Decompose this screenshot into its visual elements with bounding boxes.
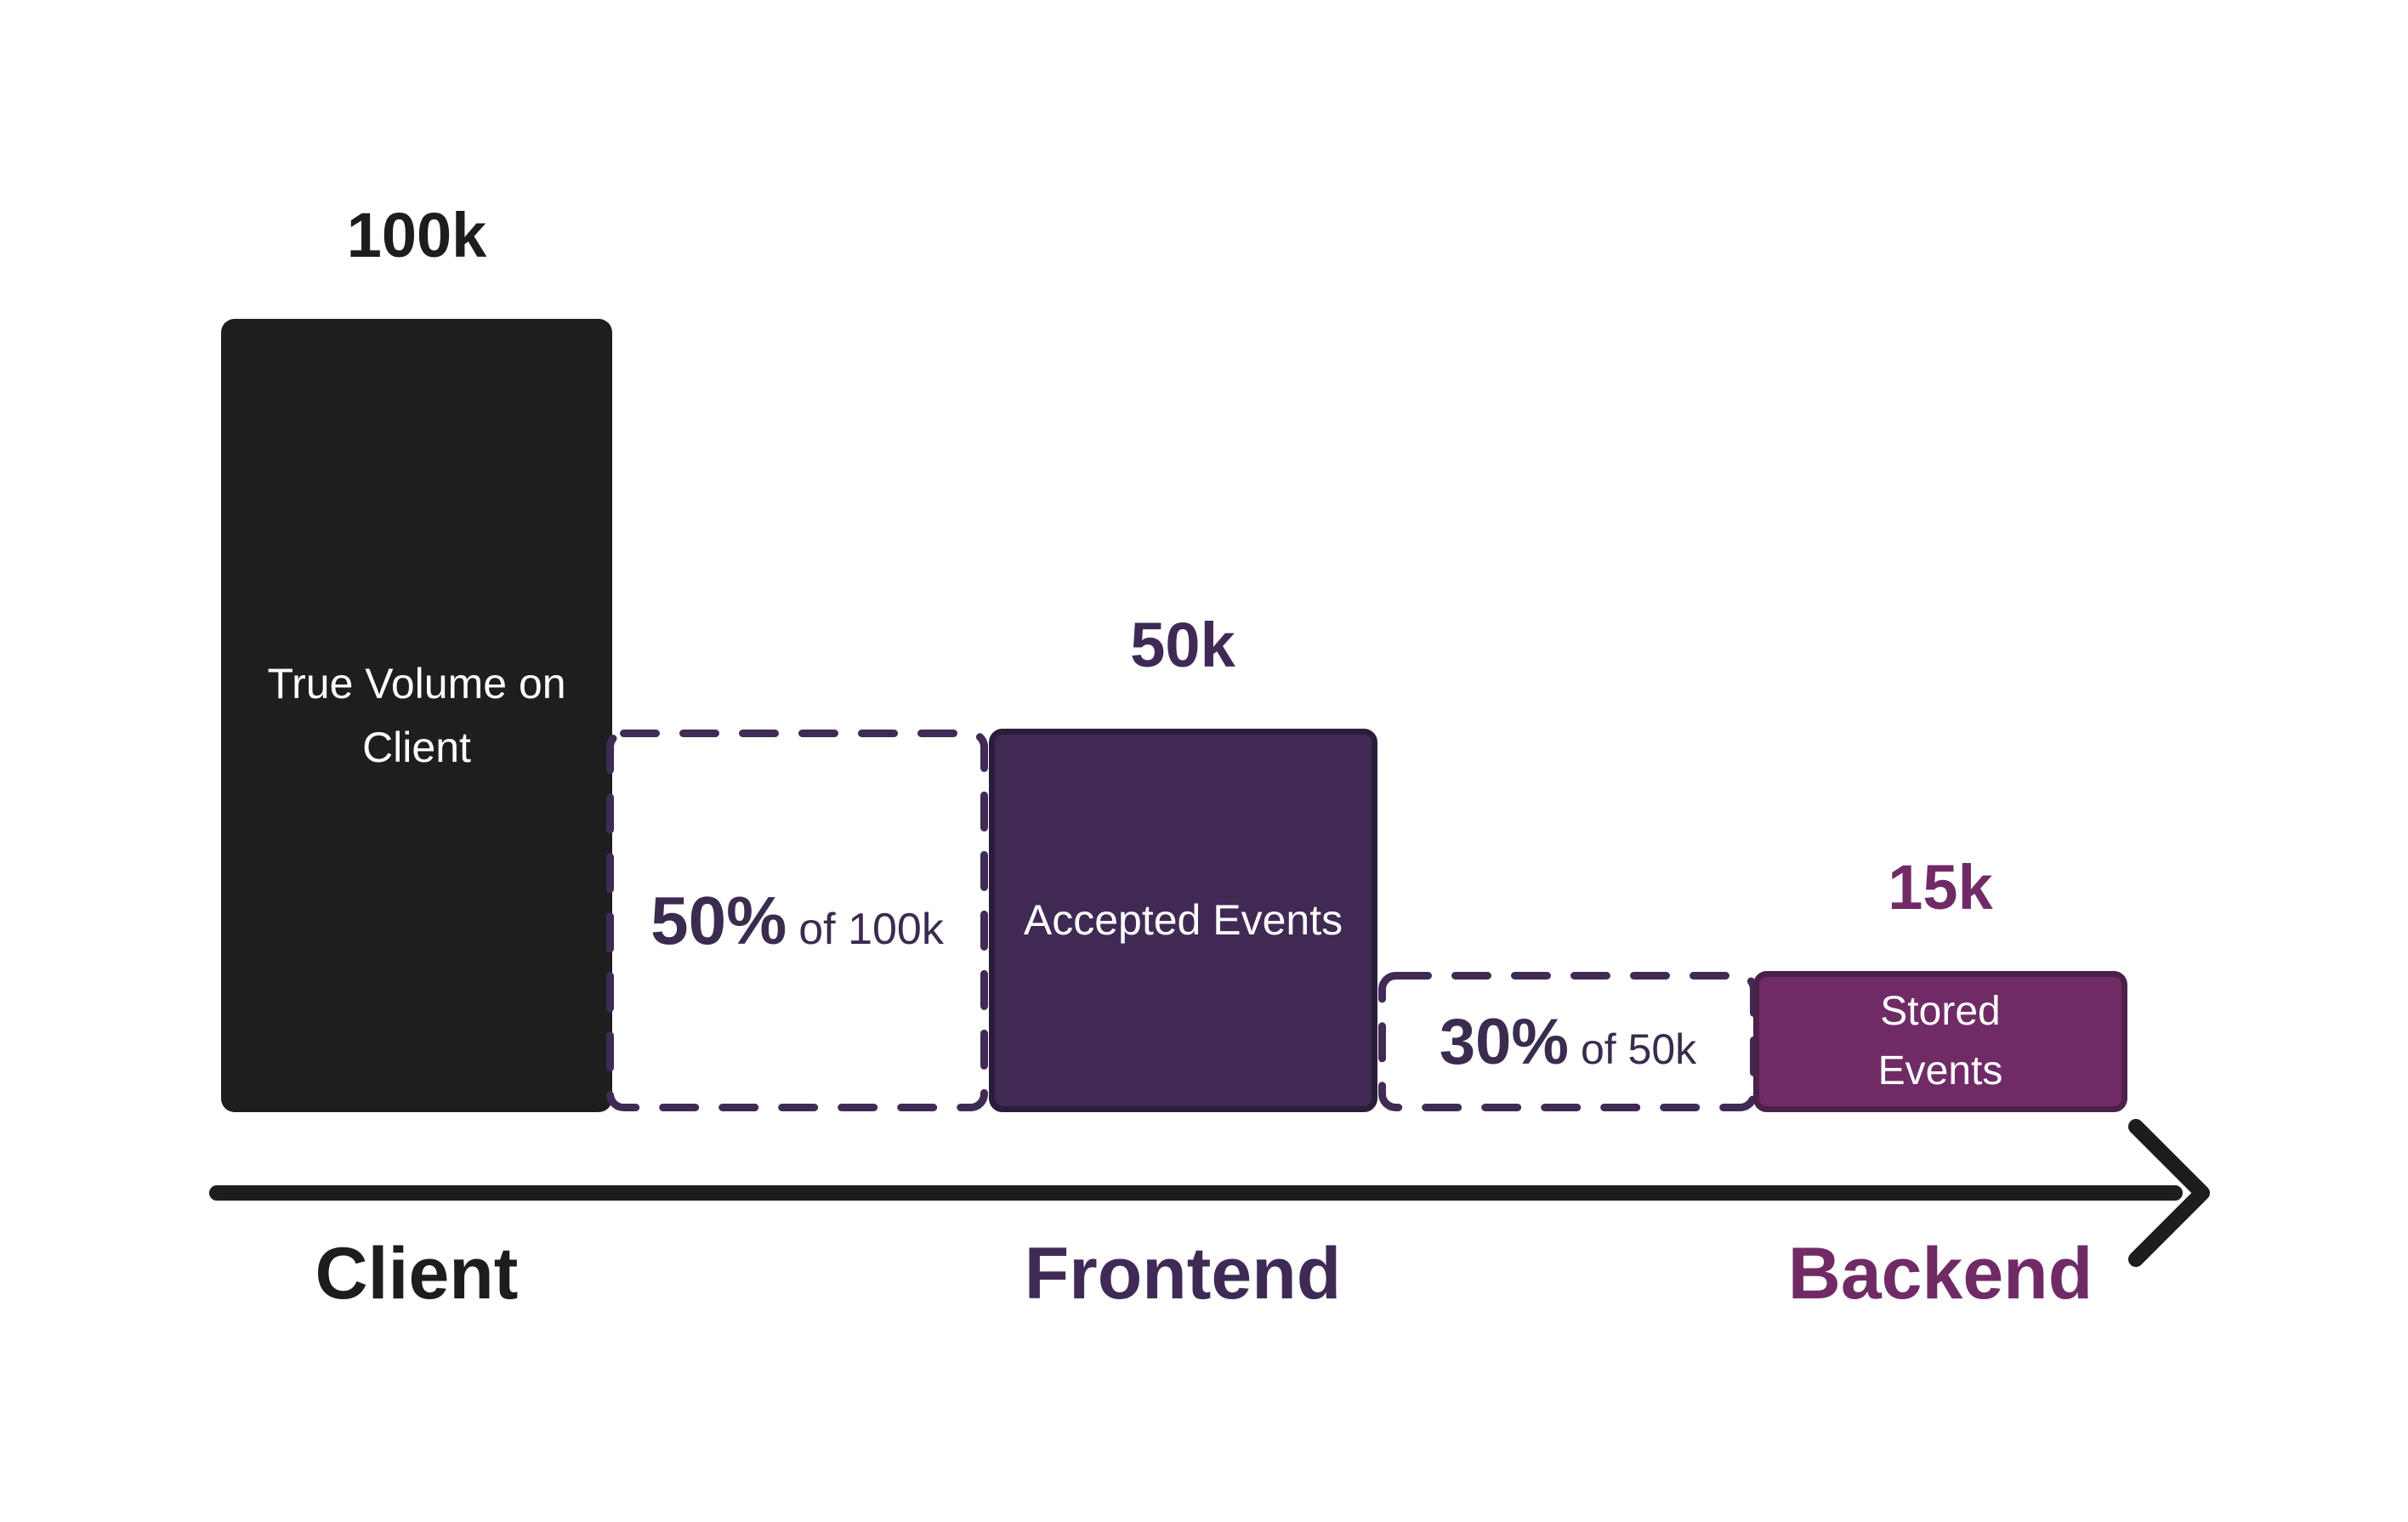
bar-stored-events: Stored Events [1753,971,2127,1112]
bar-label-line2: Events [1877,1048,2003,1093]
axis-label-client: Client [315,1233,519,1315]
bar-true-volume-on-client: True Volume on Client [221,319,612,1112]
drop-of-1: of 100k [798,904,944,954]
drop-annotation-1: 50%of 100k [650,882,944,960]
bar-label-line1: True Volume on [267,659,566,707]
drop-percent-1: 50% [650,882,787,958]
value-label-100k: 100k [346,200,487,270]
bar-label-true-volume: True Volume on Client [267,652,565,780]
bar-label-accepted-events: Accepted Events [1023,896,1343,944]
axis-label-backend: Backend [1787,1233,2093,1315]
drop-region-client-to-frontend: 50%of 100k [605,729,989,1112]
value-label-15k: 15k [1888,852,1993,923]
bar-label-stored-events: Stored Events [1878,982,2003,1100]
bar-accepted-events: Accepted Events [989,729,1377,1112]
dashed-box-icon [606,730,988,1111]
bar-label-line2: Client [362,723,471,771]
flow-arrow-icon [209,1119,2210,1267]
axis-label-frontend: Frontend [1024,1233,1342,1315]
value-label-50k: 50k [1130,610,1235,680]
drop-percent-2: 30% [1439,1005,1569,1078]
drop-annotation-2: 30%of 50k [1440,1005,1696,1079]
drop-region-frontend-to-backend: 30%of 50k [1377,971,1758,1112]
bar-label-line1: Stored [1880,989,2001,1035]
drop-of-2: of 50k [1580,1025,1697,1073]
